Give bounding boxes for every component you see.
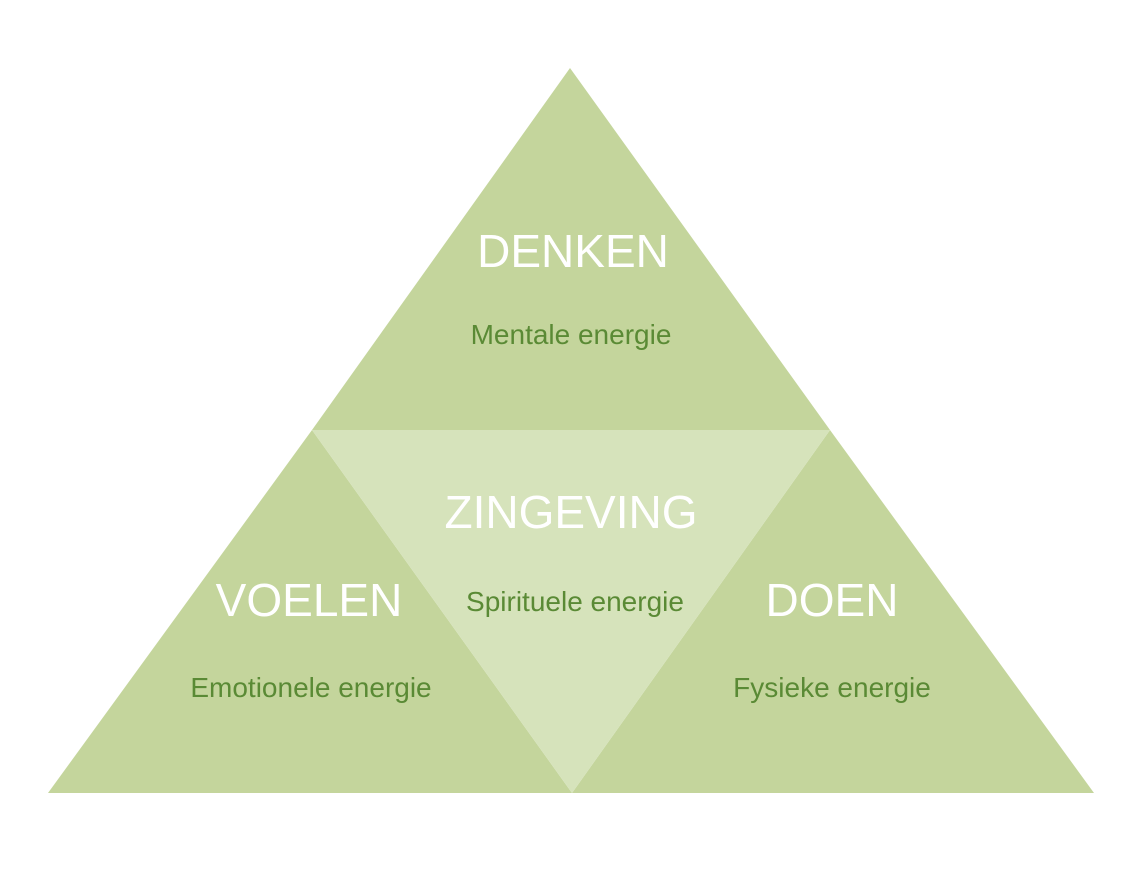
triangle-top [312,68,830,430]
center-title: ZINGEVING [444,486,697,538]
right-subtitle: Fysieke energie [733,672,931,703]
triangle-center [312,430,830,793]
center-subtitle: Spirituele energie [466,586,684,617]
triangle-right [572,430,1094,793]
triangle-left [48,430,572,793]
top-title: DENKEN [477,225,669,277]
left-subtitle: Emotionele energie [190,672,431,703]
top-subtitle: Mentale energie [471,319,672,350]
right-title: DOEN [766,574,899,626]
left-title: VOELEN [216,574,403,626]
